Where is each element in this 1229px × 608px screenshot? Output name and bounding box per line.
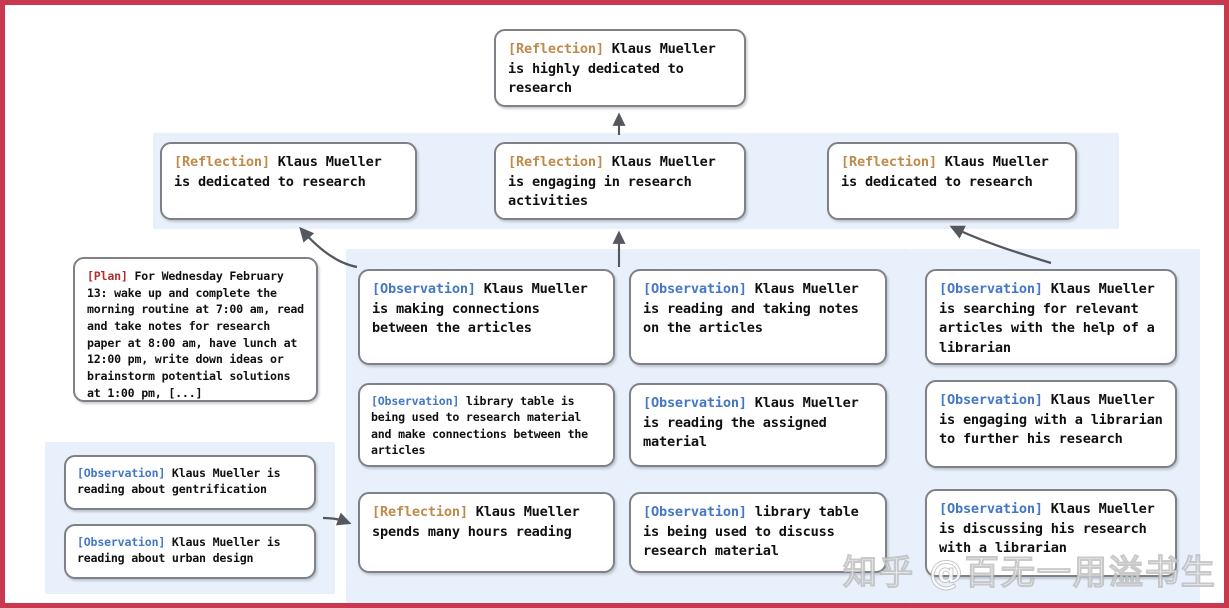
tag-observation: [Observation] — [939, 281, 1043, 297]
node-text: Klaus Mueller is highly dedicated to res… — [508, 41, 724, 97]
node-mid-reflection-right[interactable]: [Reflection] Klaus Mueller is dedicated … — [827, 142, 1077, 220]
tag-reflection: [Reflection] — [372, 504, 468, 520]
node-col3-observation-3[interactable]: [Observation] Klaus Mueller is discussin… — [925, 489, 1177, 577]
watermark: 知乎 @百无一用溢书生 — [843, 553, 1217, 594]
tag-observation: [Observation] — [371, 394, 460, 408]
node-text: Klaus Mueller is discussing his research… — [939, 501, 1163, 557]
tag-reflection: [Reflection] — [508, 41, 604, 57]
tag-observation: [Observation] — [77, 535, 166, 549]
tag-observation: [Observation] — [643, 281, 747, 297]
node-text: Klaus Mueller is dedicated to research — [174, 154, 390, 190]
node-plan[interactable]: [Plan] For Wednesday February 13: wake u… — [73, 257, 318, 402]
node-col3-observation-1[interactable]: [Observation] Klaus Mueller is searching… — [925, 269, 1177, 365]
node-text: Klaus Mueller is engaging in research ac… — [508, 154, 724, 210]
node-col1-observation-2[interactable]: [Observation] library table is being use… — [358, 383, 615, 467]
node-text: Klaus Mueller is reading about gentrific… — [77, 466, 288, 497]
node-mid-reflection-center[interactable]: [Reflection] Klaus Mueller is engaging i… — [494, 142, 746, 220]
tag-reflection: [Reflection] — [841, 154, 937, 170]
node-text: Klaus Mueller is reading about urban des… — [77, 535, 288, 566]
tag-reflection: [Reflection] — [174, 154, 270, 170]
node-obs-bottomleft-2[interactable]: [Observation] Klaus Mueller is reading a… — [64, 524, 316, 579]
node-text: Klaus Mueller is searching for relevant … — [939, 281, 1163, 357]
tag-reflection: [Reflection] — [508, 154, 604, 170]
node-text: For Wednesday February 13: wake up and c… — [87, 269, 311, 400]
tag-observation: [Observation] — [939, 392, 1043, 408]
node-top-reflection[interactable]: [Reflection] Klaus Mueller is highly ded… — [494, 29, 746, 107]
tag-observation: [Observation] — [77, 466, 166, 480]
node-text: Klaus Mueller is reading and taking note… — [643, 281, 867, 337]
tag-observation: [Observation] — [939, 501, 1043, 517]
node-text: Klaus Mueller spends many hours reading — [372, 504, 588, 540]
node-col1-observation-1[interactable]: [Observation] Klaus Mueller is making co… — [358, 269, 615, 365]
tag-plan: [Plan] — [87, 269, 128, 283]
node-col3-observation-2[interactable]: [Observation] Klaus Mueller is engaging … — [925, 380, 1177, 468]
tag-observation: [Observation] — [643, 504, 747, 520]
node-col1-reflection-3[interactable]: [Reflection] Klaus Mueller spends many h… — [358, 492, 615, 573]
node-obs-bottomleft-1[interactable]: [Observation] Klaus Mueller is reading a… — [64, 455, 316, 510]
node-text: Klaus Mueller is engaging with a librari… — [939, 392, 1171, 448]
node-col2-observation-2[interactable]: [Observation] Klaus Mueller is reading t… — [629, 383, 887, 467]
node-text: Klaus Mueller is dedicated to research — [841, 154, 1057, 190]
tag-observation: [Observation] — [372, 281, 476, 297]
node-text: library table is being used to discuss r… — [643, 504, 867, 560]
tag-observation: [Observation] — [643, 395, 747, 411]
node-col2-observation-1[interactable]: [Observation] Klaus Mueller is reading a… — [629, 269, 887, 365]
node-text: Klaus Mueller is making connections betw… — [372, 281, 596, 337]
node-col2-observation-3[interactable]: [Observation] library table is being use… — [629, 492, 887, 573]
node-text: Klaus Mueller is reading the assigned ma… — [643, 395, 867, 451]
node-mid-reflection-left[interactable]: [Reflection] Klaus Mueller is dedicated … — [160, 142, 417, 220]
node-text: library table is being used to research … — [371, 394, 595, 458]
